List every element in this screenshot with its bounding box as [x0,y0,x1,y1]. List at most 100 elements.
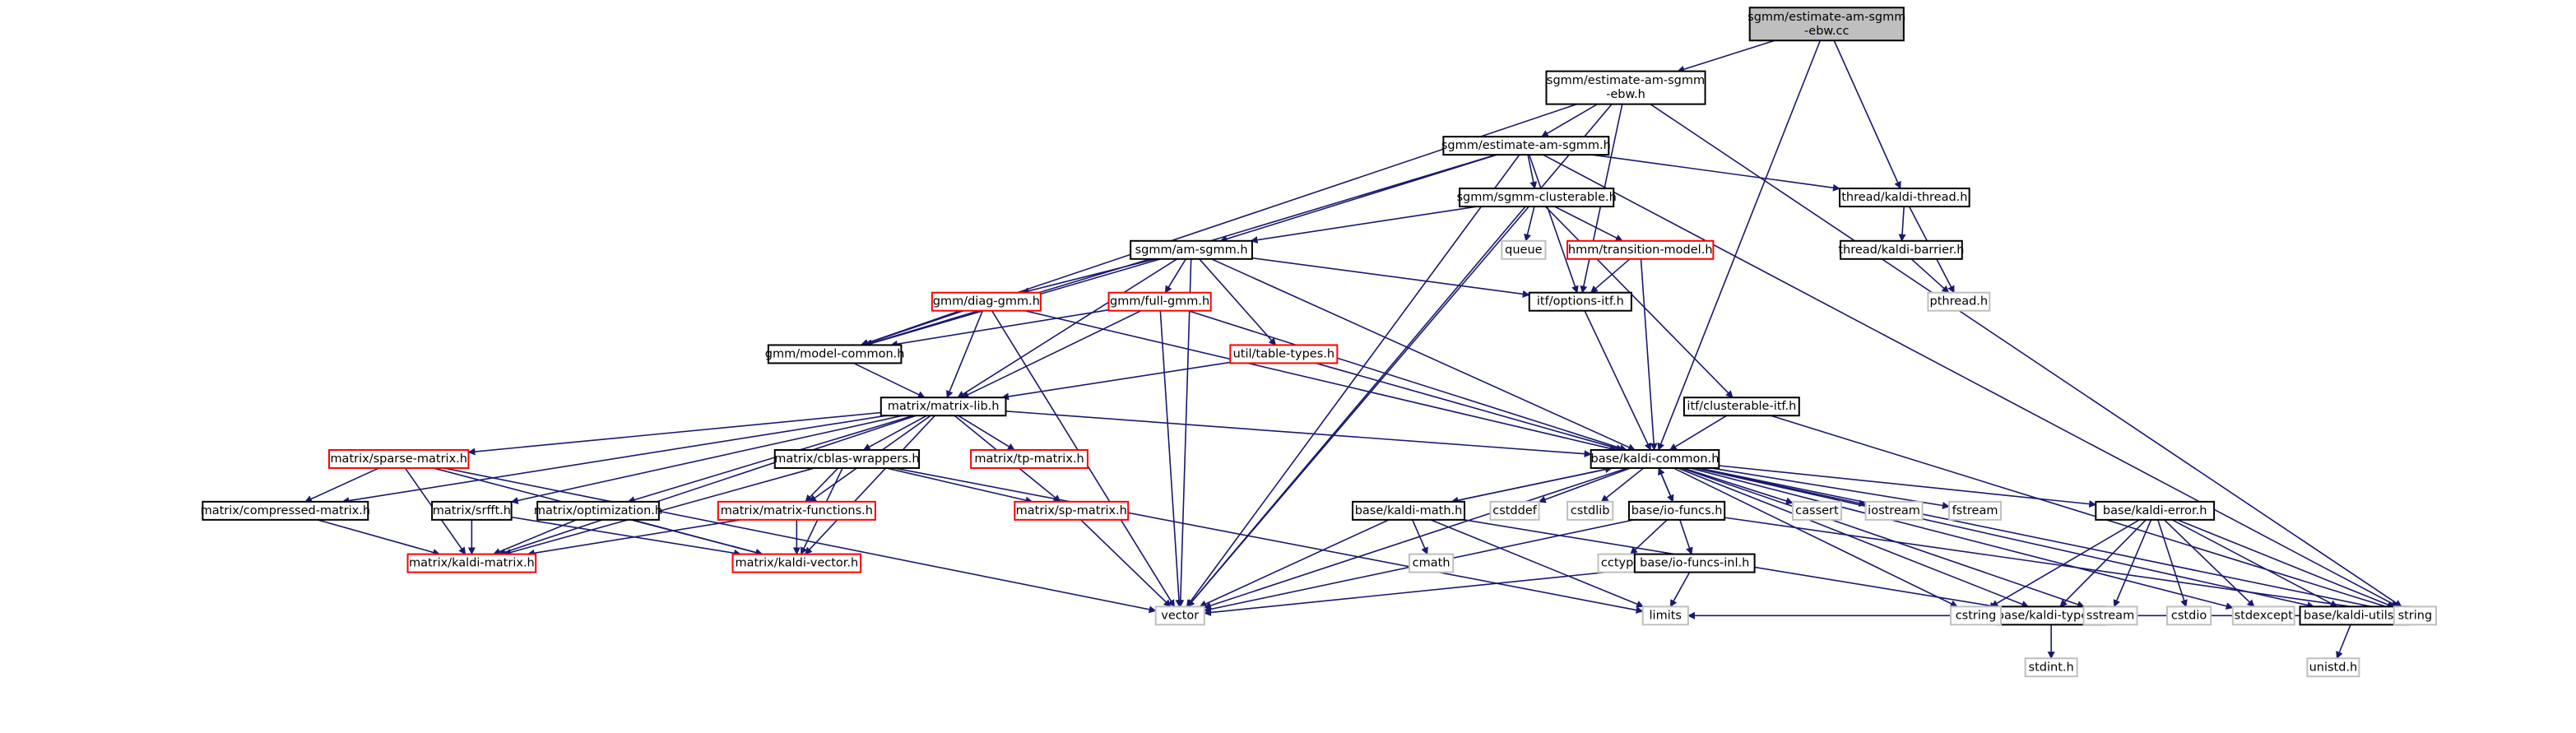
edge-amsgmm-to-full [1164,258,1187,294]
node-label-barrier: thread/kaldi-barrier.h [1838,244,1964,257]
node-label-iofuncsinl: base/io-funcs-inl.h [1640,557,1749,570]
node-box-iofuncs [1627,500,1726,521]
edge-full-to-common [1187,309,1627,452]
node-clustitf[interactable]: itf/clusterable-itf.h [1683,397,1800,417]
node-label-iofuncs: base/io-funcs.h [1631,504,1723,517]
node-layer: sgmm/estimate-am-sgmm-ebw.cc sgmm/estimat… [201,7,2438,678]
node-label-cstdlib: cstdlib [1571,504,1610,517]
edge-common-to-kerror [1719,465,2097,508]
node-tpmatrix[interactable]: matrix/tp-matrix.h [970,448,1088,469]
node-kvector[interactable]: matrix/kaldi-vector.h [731,553,862,573]
edge-diag-to-modelcommon [860,309,961,347]
edge-amsgmm-to-common [1211,258,1636,451]
edge-srfft-to-kvector [511,516,742,557]
node-hmm[interactable]: hmm/transition-model.h [1566,239,1715,260]
node-box-stdexcept [2231,605,2295,626]
node-label-pthread: pthread.h [1930,295,1989,309]
edge-common-to-vector [1203,467,1628,610]
node-box-cstring [1949,605,2003,626]
node-ebw_h[interactable]: sgmm/estimate-am-sgmm-ebw.h [1545,70,1706,105]
edge-diag-to-matrixlib [946,310,984,399]
node-box-kmath [1352,500,1465,521]
node-box-full [1107,291,1212,312]
node-sstream: sstream [2082,605,2138,626]
edge-kmath-to-vector [1199,519,1390,608]
node-barrier[interactable]: thread/kaldi-barrier.h [1838,239,1964,260]
node-box-cstdio [2165,605,2212,626]
node-box-cstddef [1489,500,1540,521]
node-full[interactable]: gmm/full-gmm.h [1107,291,1212,312]
node-label-unistd: unistd.h [2309,661,2358,674]
edge-full-to-matrixlib [961,309,1142,398]
node-label-stdint: stdint.h [2029,661,2074,674]
node-kmath[interactable]: base/kaldi-math.h [1352,500,1465,521]
node-cstdlib: cstdlib [1566,500,1614,521]
edge-est_h-to-thread [1592,154,1840,192]
edge-matrixlib-to-srfft [510,415,903,504]
node-srfft[interactable]: matrix/srfft.h [431,500,513,521]
node-matrixlib[interactable]: matrix/matrix-lib.h [880,397,1007,417]
edge-clustitf-to-common [1669,415,1728,451]
node-label-tpmatrix: matrix/tp-matrix.h [974,452,1084,466]
edge-kerror-to-cstdio [2157,519,2188,608]
node-box-sparse [328,448,470,469]
node-label-diag: gmm/diag-gmm.h [933,295,1040,309]
node-iofuncs[interactable]: base/io-funcs.h [1627,500,1726,521]
node-box-queue [1501,239,1547,260]
node-iofuncsinl[interactable]: base/io-funcs-inl.h [1633,553,1756,573]
edge-modelcommon-to-matrixlib [853,362,926,398]
edge-kmath-to-limits [1430,519,1645,608]
node-est_h[interactable]: sgmm/estimate-am-sgmm.h [1441,136,1611,156]
node-modelcommon[interactable]: gmm/model-common.h [765,344,905,364]
node-thread[interactable]: thread/kaldi-thread.h [1839,188,1970,208]
node-options[interactable]: itf/options-itf.h [1528,291,1632,312]
edge-kerror-to-stdexcept [2164,519,2255,607]
node-kmatrix[interactable]: matrix/kaldi-matrix.h [406,553,537,573]
node-diag[interactable]: gmm/diag-gmm.h [931,291,1042,312]
node-sparse[interactable]: matrix/sparse-matrix.h [328,448,470,469]
edge-amsgmm-to-tabletypes [1199,258,1277,346]
node-label-kvector: matrix/kaldi-vector.h [735,557,858,570]
node-box-options [1528,291,1632,312]
node-functions[interactable]: matrix/matrix-functions.h [717,500,876,521]
node-label-compressed: matrix/compressed-matrix.h [201,504,370,517]
node-kerror[interactable]: base/kaldi-error.h [2095,500,2216,521]
node-amsgmm[interactable]: sgmm/am-sgmm.h [1130,239,1253,260]
node-box-modelcommon [767,344,903,364]
edge-est_h-to-string [1543,154,2399,608]
node-box-fstream [1948,500,2003,521]
edge-common-to-stdexcept [1689,467,2234,610]
edge-kerror-to-string [2177,519,2395,609]
node-root[interactable]: sgmm/estimate-am-sgmm-ebw.cc [1748,7,1905,42]
node-box-kmatrix [406,553,537,573]
node-iostream: iostream [1864,500,1924,521]
node-label-kerror: base/kaldi-error.h [2103,504,2207,517]
edge-est_h-to-vector [1186,154,1520,608]
node-label-est_h: sgmm/estimate-am-sgmm.h [1441,139,1611,152]
node-pthread: pthread.h [1927,291,1991,312]
node-cblas[interactable]: matrix/cblas-wrappers.h [773,448,921,469]
edge-est_h-to-options [1528,154,1579,294]
node-label-kmatrix: matrix/kaldi-matrix.h [409,557,535,570]
node-box-optimization [536,500,660,521]
node-tabletypes[interactable]: util/table-types.h [1229,344,1339,364]
node-box-matrixlib [880,397,1007,417]
node-compressed[interactable]: matrix/compressed-matrix.h [201,500,370,521]
edge-full-to-modelcommon [889,309,1109,348]
node-clusterable[interactable]: sgmm/sgmm-clusterable.h [1457,188,1617,208]
edge-amsgmm-to-matrixlib [957,258,1178,398]
edge-matrixlib-to-tpmatrix [958,415,1015,451]
edge-common-to-ktypes [1677,467,2030,608]
node-stdexcept: stdexcept [2231,605,2295,626]
node-box-limits [1641,605,1689,626]
node-common[interactable]: base/kaldi-common.h [1590,448,1720,469]
node-box-vector [1154,605,1205,626]
node-box-hmm [1566,239,1715,260]
node-spmatrix[interactable]: matrix/sp-matrix.h [1014,500,1130,521]
node-cmath: cmath [1409,553,1455,573]
node-box-compressed [202,500,369,521]
node-label-cstddef: cstddef [1492,504,1538,517]
node-optimization[interactable]: matrix/optimization.h [534,500,662,521]
node-kutils[interactable]: base/kaldi-utils.h [2299,605,2410,626]
